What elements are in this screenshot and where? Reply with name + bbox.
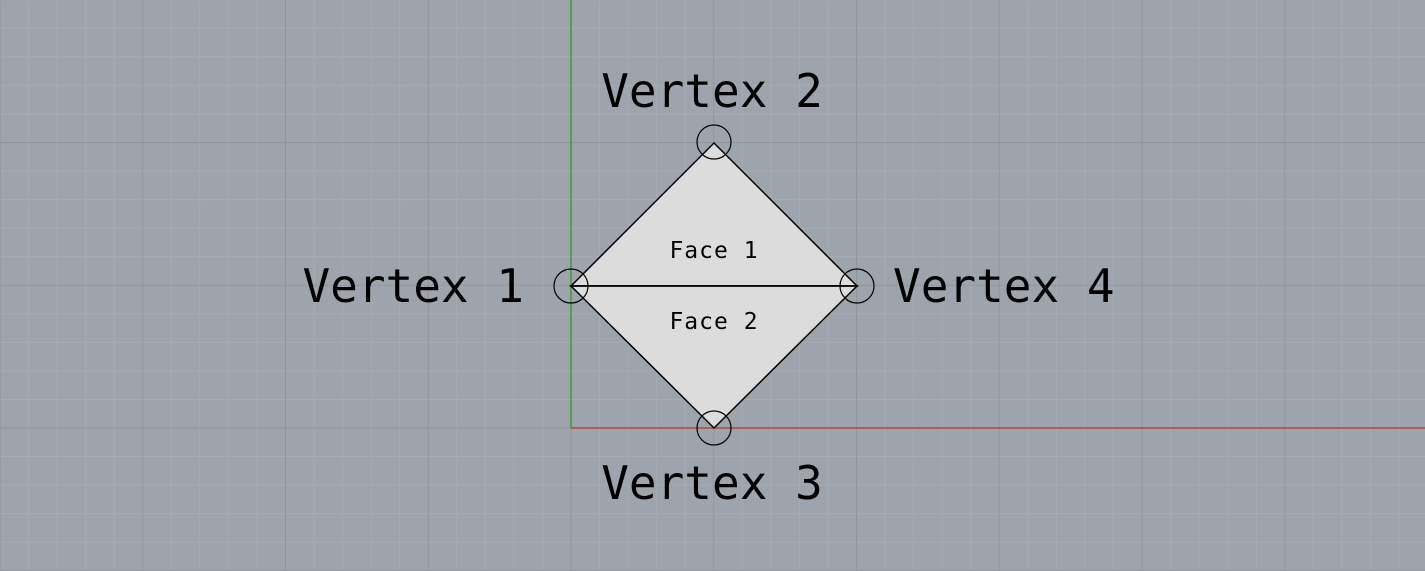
vertex-1-marker[interactable] <box>553 268 589 304</box>
vertex-4-label: Vertex 4 <box>893 259 1115 313</box>
vertex-4-marker[interactable] <box>839 268 875 304</box>
vertex-2-label: Vertex 2 <box>601 64 823 118</box>
mesh[interactable]: Face 1 Face 2 <box>553 124 875 446</box>
face-1-label: Face 1 <box>669 238 758 264</box>
vertex-1-label: Vertex 1 <box>302 259 524 313</box>
vertex-2-marker[interactable] <box>696 124 732 160</box>
vertex-3-label: Vertex 3 <box>601 456 823 510</box>
face-2[interactable] <box>569 285 859 430</box>
face-1[interactable] <box>569 141 859 287</box>
face-2-label: Face 2 <box>669 309 758 335</box>
vertex-3-marker[interactable] <box>696 410 732 446</box>
